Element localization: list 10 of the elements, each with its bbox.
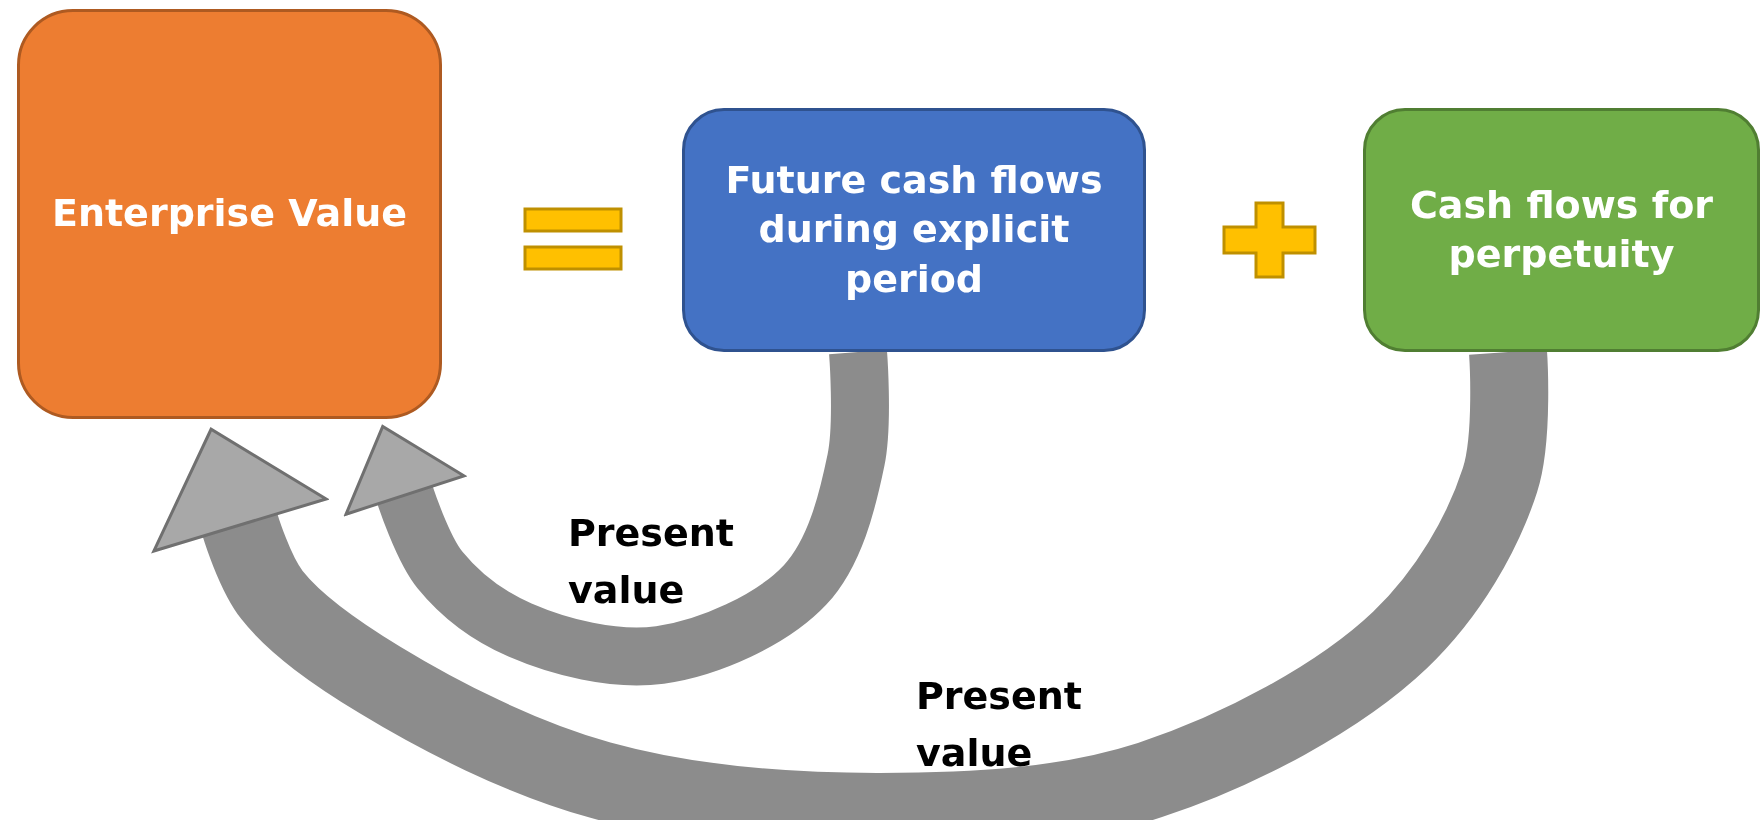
edge-label: Present value xyxy=(916,673,1083,777)
box-title: Enterprise Value xyxy=(51,190,408,238)
rounded-box xyxy=(1363,108,1760,352)
rounded-box xyxy=(682,108,1146,352)
curved-arrow xyxy=(152,350,1549,820)
box-title: Cash flows for perpetuity xyxy=(1408,181,1714,278)
edge-label: Present value xyxy=(568,510,735,614)
box-title: Future cash flows during explicit period xyxy=(724,156,1104,303)
rounded-box xyxy=(17,9,442,419)
curved-arrow xyxy=(344,350,889,686)
